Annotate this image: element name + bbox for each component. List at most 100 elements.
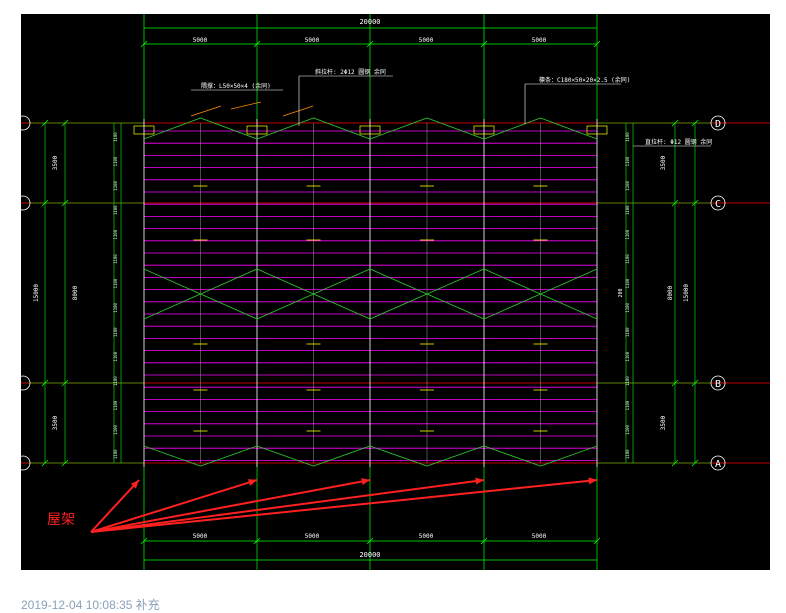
purlin-connector <box>133 125 155 135</box>
purlin-spacing-label: 1100 <box>113 229 118 239</box>
purlin-connector <box>246 125 268 135</box>
grid-bubble-left-b <box>21 375 31 391</box>
top-dim-tick <box>480 40 488 48</box>
purlin-spacing-label: 1100 <box>113 302 118 312</box>
timestamp-action: 补充 <box>135 598 160 612</box>
top-dimension-group <box>140 14 601 123</box>
purlin-spacing-label: 1100 <box>113 327 118 337</box>
right-mid-spacing: 200 <box>618 288 624 297</box>
timestamp: 2019-12-04 10:08:35 <box>21 598 133 612</box>
right-dim-seg-2: 8000 <box>667 285 674 300</box>
side-dim-tick <box>691 379 699 387</box>
bottom-bay-dim-3: 5000 <box>419 533 434 540</box>
bottom-dim-tick <box>593 537 601 545</box>
purlin-spacing-label: 1100 <box>625 351 630 361</box>
purlin-spacing-label: 1100 <box>625 400 630 410</box>
side-dim-tick <box>671 199 679 207</box>
bottom-dim-tick <box>366 537 374 545</box>
purlin-connector <box>586 125 608 135</box>
purlin-spacing-label: 1100 <box>113 351 118 361</box>
top-bay-dim-2: 5000 <box>305 37 320 44</box>
left-dim-seg-2: 8000 <box>72 285 79 300</box>
side-dim-tick <box>61 199 69 207</box>
top-bay-dim-4: 5000 <box>532 37 547 44</box>
side-dim-tick <box>41 199 49 207</box>
purlin-connector <box>359 125 381 135</box>
roof-truss-arrow <box>90 479 371 533</box>
roof-truss-arrowhead <box>475 477 484 485</box>
roof-truss-arrow <box>90 479 140 533</box>
top-dim-tick <box>140 40 148 48</box>
tie-rod-bracing <box>143 445 598 467</box>
grid-bubble-right-a: A <box>710 455 726 471</box>
top-bay-dim-1: 5000 <box>193 37 208 44</box>
tie-rod-bracing <box>143 117 598 140</box>
grid-bubble-left-a <box>21 455 31 471</box>
purlin-connector <box>473 125 495 135</box>
grid-label-right-a: A <box>715 459 721 470</box>
purlin-spacing-labels: 1100 1100 1100 1100 1100 1100 1100 1100 1100 1100… <box>113 132 630 459</box>
side-dim-tick <box>691 199 699 207</box>
purlin-spacing-label: 1100 <box>113 278 118 288</box>
right-total-dim: 15000 <box>683 284 690 302</box>
side-dim-tick <box>671 459 679 467</box>
side-dim-tick <box>41 379 49 387</box>
bottom-bay-dim-2: 5000 <box>305 533 320 540</box>
side-dim-tick <box>61 379 69 387</box>
cad-drawing-panel: 20000 20000 5000 5000 5000 5000 5000 500… <box>21 14 770 570</box>
purlin-spacing-label: 1100 <box>113 254 118 264</box>
top-total-dimension: 20000 <box>359 18 380 26</box>
right-dim-seg-3: 3500 <box>660 415 667 430</box>
side-dimension-group <box>41 119 699 467</box>
grid-bubble-right-b: B <box>710 375 726 391</box>
roof-truss-arrow <box>90 479 258 533</box>
purlin-spacing-label: 1100 <box>113 449 118 459</box>
left-total-dim: 15000 <box>33 284 40 302</box>
purlin-spacing-label: 1100 <box>625 156 630 166</box>
grid-label-right-b: B <box>715 379 721 390</box>
purlin-spacing-label: 1100 <box>113 400 118 410</box>
purlin-spacing-label: 1100 <box>625 327 630 337</box>
left-dim-seg-1: 3500 <box>52 155 59 170</box>
purlin-spacing-label: 1100 <box>625 449 630 459</box>
purlin-spacing-label: 1100 <box>625 376 630 386</box>
grid-label-right-d: D <box>715 119 721 130</box>
purlin-spacing-label: 1100 <box>625 302 630 312</box>
left-dim-seg-3: 3500 <box>52 415 59 430</box>
timestamp-line: 2019-12-04 10:08:35 补充 <box>21 596 160 613</box>
side-dim-tick <box>41 119 49 127</box>
purlin-spacing-label: 1100 <box>625 180 630 190</box>
bottom-total-dimension: 20000 <box>359 551 380 559</box>
grid-bubble-right-c: C <box>710 195 726 211</box>
purlin-spacing-label: 1100 <box>113 205 118 215</box>
structure-group <box>21 101 770 467</box>
side-dim-tick <box>691 459 699 467</box>
grid-bubble-right-d: D <box>710 115 726 131</box>
bottom-bay-dim-4: 5000 <box>532 533 547 540</box>
side-dim-tick <box>691 119 699 127</box>
bottom-dim-tick <box>480 537 488 545</box>
bottom-bay-dim-1: 5000 <box>193 533 208 540</box>
roof-truss-label: 屋架 <box>47 512 75 528</box>
grid-label-right-c: C <box>715 199 721 210</box>
purlin-spacing-label: 1100 <box>113 132 118 142</box>
purlin-spacing-label: 1100 <box>625 132 630 142</box>
side-dim-tick <box>671 119 679 127</box>
bottom-dim-tick <box>253 537 261 545</box>
right-dim-seg-1: 3500 <box>660 155 667 170</box>
roof-plan-drawing: 20000 20000 5000 5000 5000 5000 5000 500… <box>21 14 770 570</box>
side-dim-tick <box>41 459 49 467</box>
top-bay-dim-3: 5000 <box>419 37 434 44</box>
purlin-spacing-label: 1100 <box>625 229 630 239</box>
purlin-spacing-label: 1100 <box>113 376 118 386</box>
roof-truss-arrow <box>90 479 485 533</box>
roof-truss-arrowhead <box>130 480 139 489</box>
grid-bubble-left-c <box>21 195 31 211</box>
top-dim-tick <box>253 40 261 48</box>
bottom-dim-tick <box>140 537 148 545</box>
angle-brace <box>190 105 222 117</box>
note-tie-rod: 斜拉杆: 2Φ12 圆钢 余同 <box>315 68 386 76</box>
angle-brace <box>230 101 262 110</box>
note-straight-rod: 直拉杆: Φ12 圆钢 余同 <box>645 138 712 146</box>
top-dim-tick <box>593 40 601 48</box>
